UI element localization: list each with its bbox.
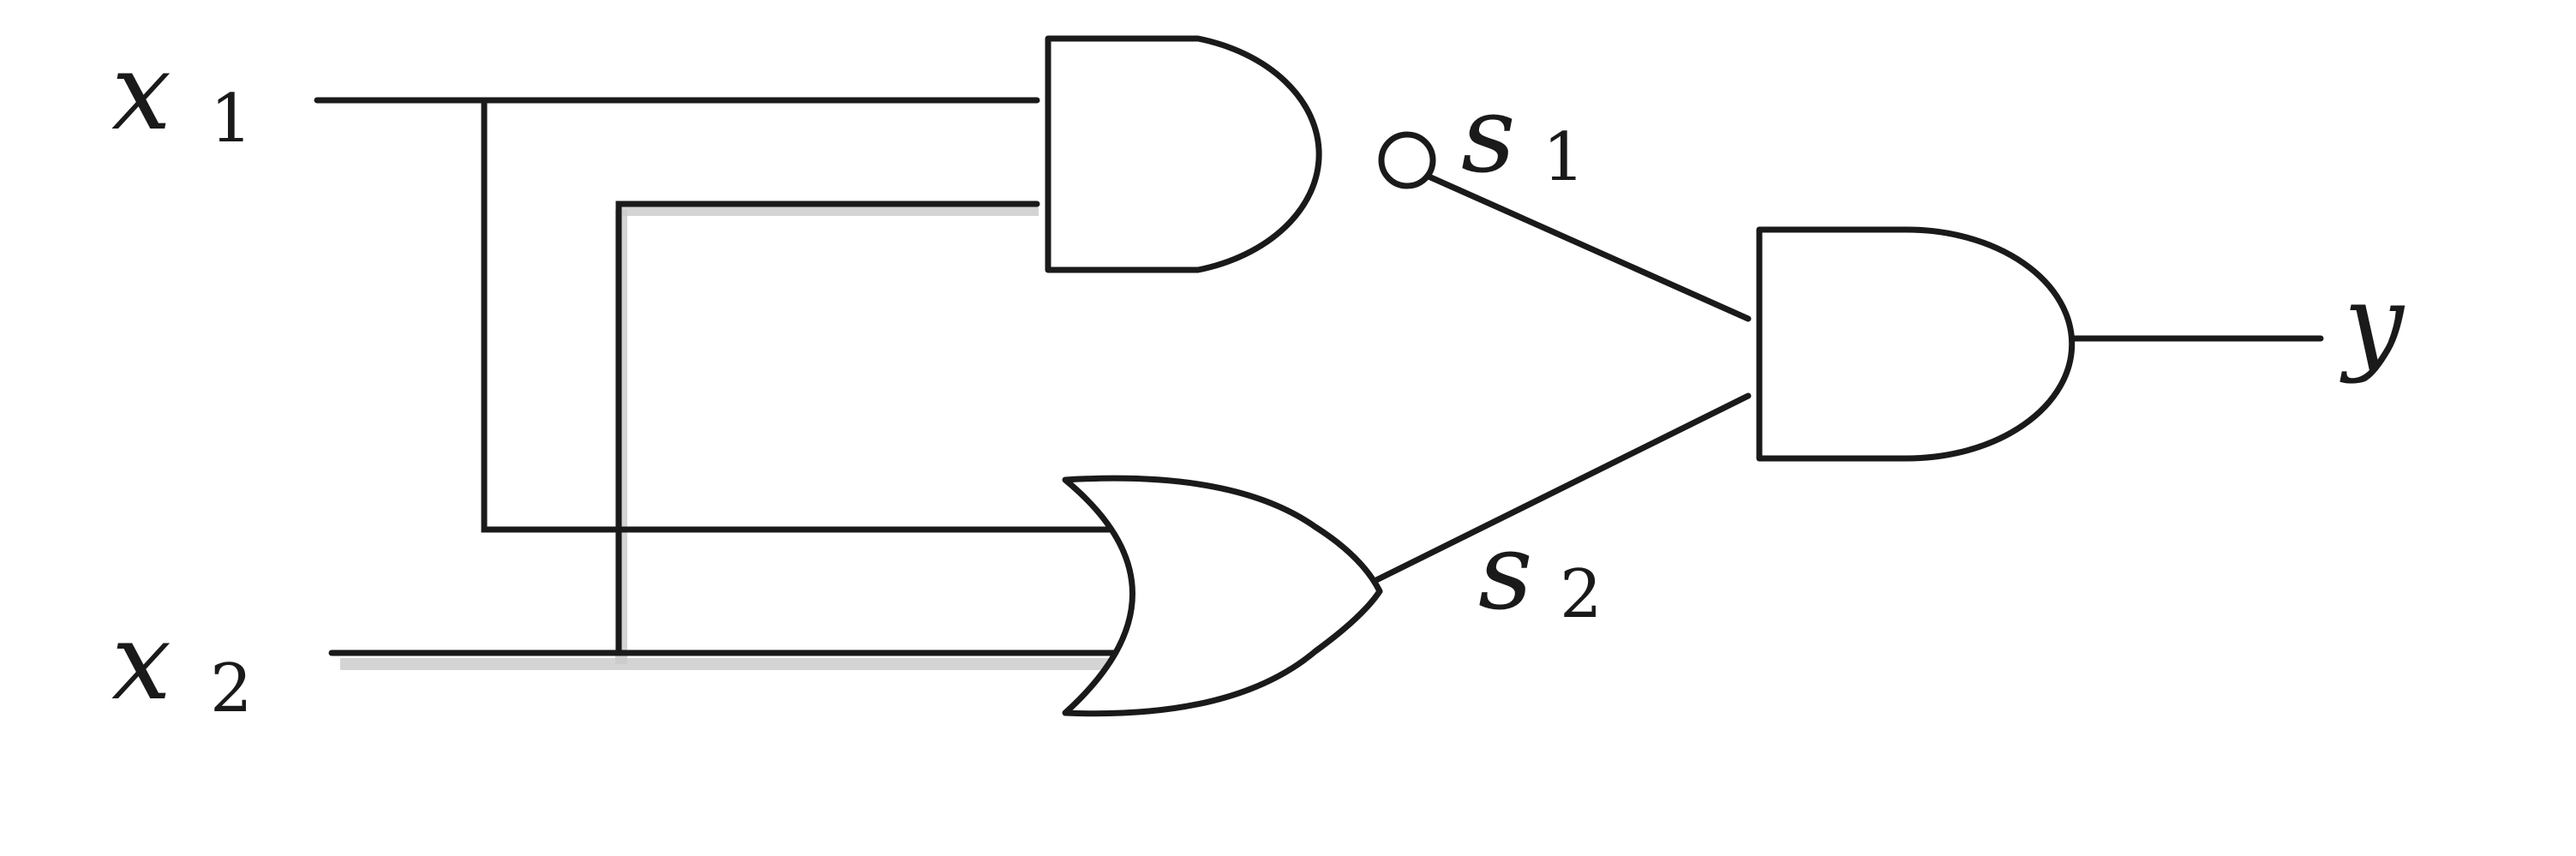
wire-s2 <box>1368 392 1752 586</box>
label-x1-main: x <box>111 31 171 154</box>
label-x2-sub: 2 <box>210 650 253 727</box>
label-x2: x 2 <box>111 601 253 727</box>
wire-x1-branch <box>481 97 1115 533</box>
wire-s1 <box>1423 172 1752 322</box>
label-s1-sub: 1 <box>1543 119 1585 196</box>
label-s1-main: s <box>1461 74 1516 197</box>
label-y: y <box>2339 262 2405 386</box>
label-s2-main: s <box>1478 511 1533 634</box>
nand-gate <box>1045 35 1436 273</box>
wire-x2-branch <box>615 201 1040 656</box>
label-s2: s 2 <box>1478 511 1603 634</box>
and-gate <box>1756 226 2076 462</box>
label-y-main: y <box>2339 262 2405 386</box>
wires <box>314 97 2324 656</box>
label-x2-main: x <box>111 601 171 724</box>
label-x1: x 1 <box>111 31 253 158</box>
label-x1-sub: 1 <box>210 81 253 158</box>
label-s2-sub: 2 <box>1560 556 1603 633</box>
nand-inversion-bubble <box>1378 131 1436 189</box>
wire-shading <box>340 204 1114 670</box>
or-gate <box>1062 475 1383 717</box>
label-s1: s 1 <box>1461 74 1585 197</box>
